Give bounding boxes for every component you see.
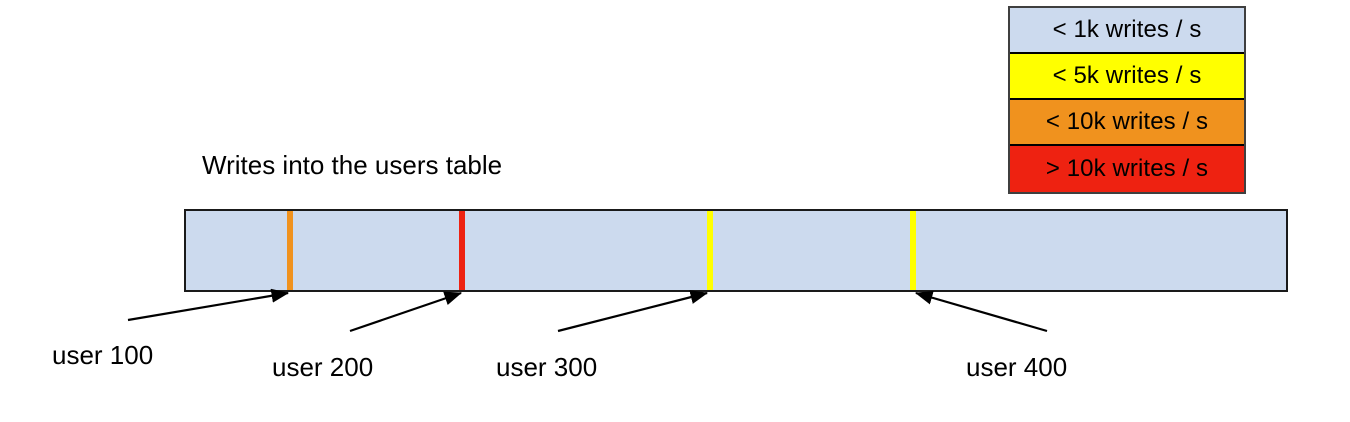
arrow-user-100: [127, 288, 290, 322]
stripe-user-400: [910, 211, 916, 290]
legend-row-lt-10k: < 10k writes / s: [1010, 100, 1244, 146]
legend-row-gt-10k: > 10k writes / s: [1010, 146, 1244, 192]
users-table-keyspace-bar: [184, 209, 1288, 292]
stripe-user-300: [707, 211, 713, 290]
callout-label-user-300: user 300: [496, 352, 598, 382]
stripe-user-100: [287, 211, 293, 290]
callout-label-user-200: user 200: [272, 352, 374, 382]
legend-label: < 1k writes / s: [1052, 16, 1202, 43]
legend: < 1k writes / s < 5k writes / s < 10k wr…: [1008, 6, 1246, 194]
arrow-user-200: [349, 291, 463, 333]
legend-label: < 10k writes / s: [1045, 108, 1209, 135]
legend-row-lt-1k: < 1k writes / s: [1010, 8, 1244, 54]
legend-row-lt-5k: < 5k writes / s: [1010, 54, 1244, 100]
stripe-user-200: [459, 211, 465, 290]
arrow-user-400: [914, 290, 1048, 333]
legend-label: < 5k writes / s: [1052, 62, 1202, 89]
callout-label-user-100: user 100: [52, 340, 154, 370]
legend-label: > 10k writes / s: [1045, 155, 1209, 182]
callout-label-user-400: user 400: [966, 352, 1068, 382]
arrow-user-300: [557, 290, 709, 333]
diagram-caption: Writes into the users table: [202, 150, 503, 180]
